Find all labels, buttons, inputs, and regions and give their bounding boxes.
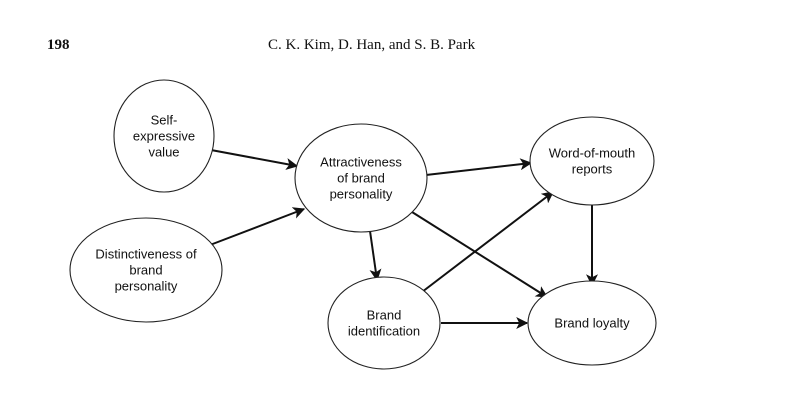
node-label-line: Word-of-mouth: [549, 146, 635, 161]
running-head-authors: C. K. Kim, D. Han, and S. B. Park: [268, 37, 476, 53]
node-label-line: reports: [572, 162, 613, 177]
node-label-line: personality: [330, 187, 393, 202]
node-label-line: of brand: [337, 171, 385, 186]
node-label-line: Distinctiveness of: [95, 247, 197, 262]
node-ellipse: [294, 123, 428, 233]
node-ellipse: [327, 276, 441, 370]
arrow-line: [369, 230, 382, 282]
node-ellipse: [527, 280, 657, 366]
edge-distinctiveness-to-attractiveness: [209, 207, 306, 246]
node-ellipse: [69, 217, 223, 323]
node-label-line: Brand loyalty: [554, 316, 630, 331]
arrow-line: [209, 207, 306, 246]
arrow-line: [411, 211, 549, 298]
node-label-line: expressive: [133, 129, 195, 144]
node-ellipse: [529, 116, 655, 206]
edge-attractiveness-to-word-of-mouth: [425, 158, 533, 176]
node-label-line: personality: [115, 279, 178, 294]
arrow-line: [421, 191, 554, 293]
edge-brand-identification-to-word-of-mouth: [421, 191, 554, 293]
node-label-line: Brand: [367, 308, 402, 323]
node-label-line: value: [148, 145, 179, 160]
page-number: 198: [47, 37, 70, 53]
edge-attractiveness-to-brand-identification: [369, 230, 382, 282]
node-label-line: Attractiveness: [320, 155, 402, 170]
arrow-line: [425, 158, 533, 176]
node-brand-loyalty: Brand loyalty: [527, 280, 657, 366]
node-ellipse: [113, 79, 215, 193]
node-label-line: identification: [348, 324, 420, 339]
node-label-line: brand: [129, 263, 162, 278]
edge-attractiveness-to-brand-loyalty: [411, 211, 549, 298]
edge-self-expressive-value-to-attractiveness: [210, 149, 299, 170]
node-label-line: Self-: [151, 113, 178, 128]
arrow-line: [210, 149, 299, 170]
